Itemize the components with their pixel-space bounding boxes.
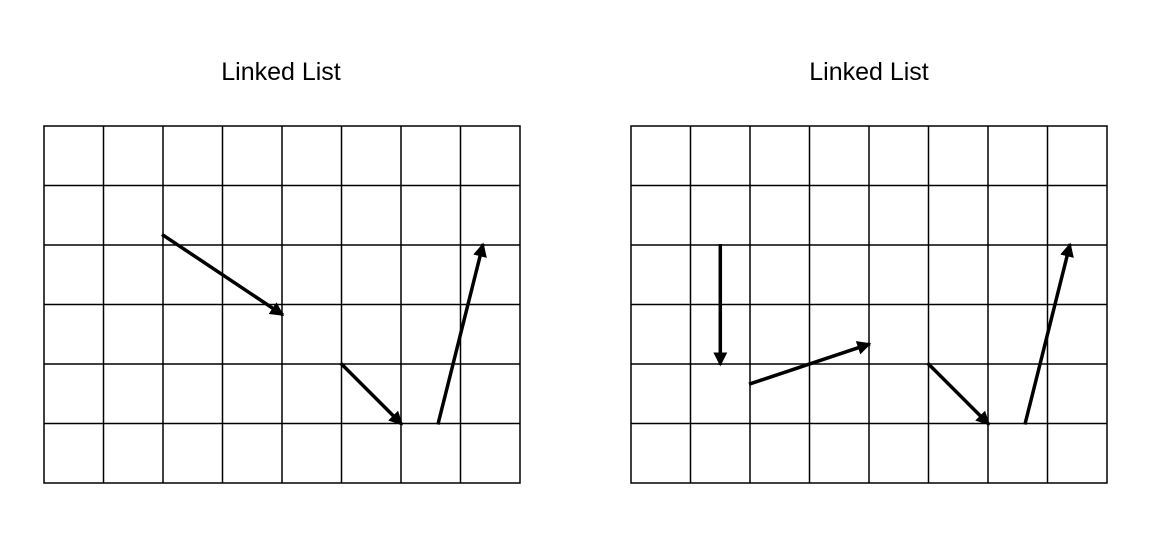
link-arrow xyxy=(339,361,404,426)
panel-left: Linked List xyxy=(43,58,521,484)
panel-right: Linked List xyxy=(630,58,1108,484)
link-arrow xyxy=(161,232,285,317)
panel-title: Linked List xyxy=(221,58,341,86)
panel-title: Linked List xyxy=(809,58,929,86)
link-arrow xyxy=(1023,242,1074,425)
memory-grid xyxy=(43,125,521,484)
link-arrow xyxy=(748,341,872,386)
link-arrow xyxy=(926,361,991,426)
link-layer xyxy=(161,232,487,426)
memory-grid xyxy=(630,125,1108,484)
link-arrow xyxy=(436,242,487,425)
link-layer xyxy=(713,242,1074,426)
